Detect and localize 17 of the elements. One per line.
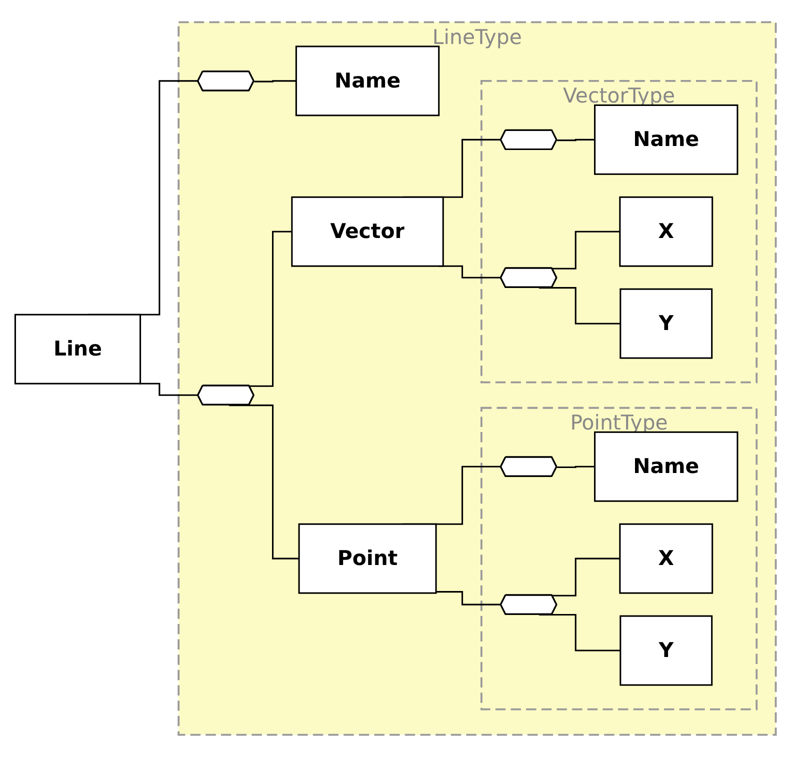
node-box: X — [619, 196, 714, 267]
node-box: Point — [298, 523, 437, 594]
connector — [436, 591, 502, 606]
node-box: Line — [14, 314, 142, 384]
connector — [557, 466, 596, 468]
connector — [254, 80, 297, 82]
node-box: Y — [620, 615, 713, 686]
connector — [139, 382, 200, 396]
node-box: Y — [620, 288, 713, 359]
node-box: Vector — [291, 196, 444, 267]
connector — [538, 287, 622, 324]
connector — [229, 404, 300, 560]
connector — [557, 138, 596, 142]
node-box: Name — [594, 431, 738, 502]
node-box: Name — [295, 46, 440, 116]
node-box: X — [619, 523, 714, 594]
node-box: Name — [594, 104, 738, 175]
